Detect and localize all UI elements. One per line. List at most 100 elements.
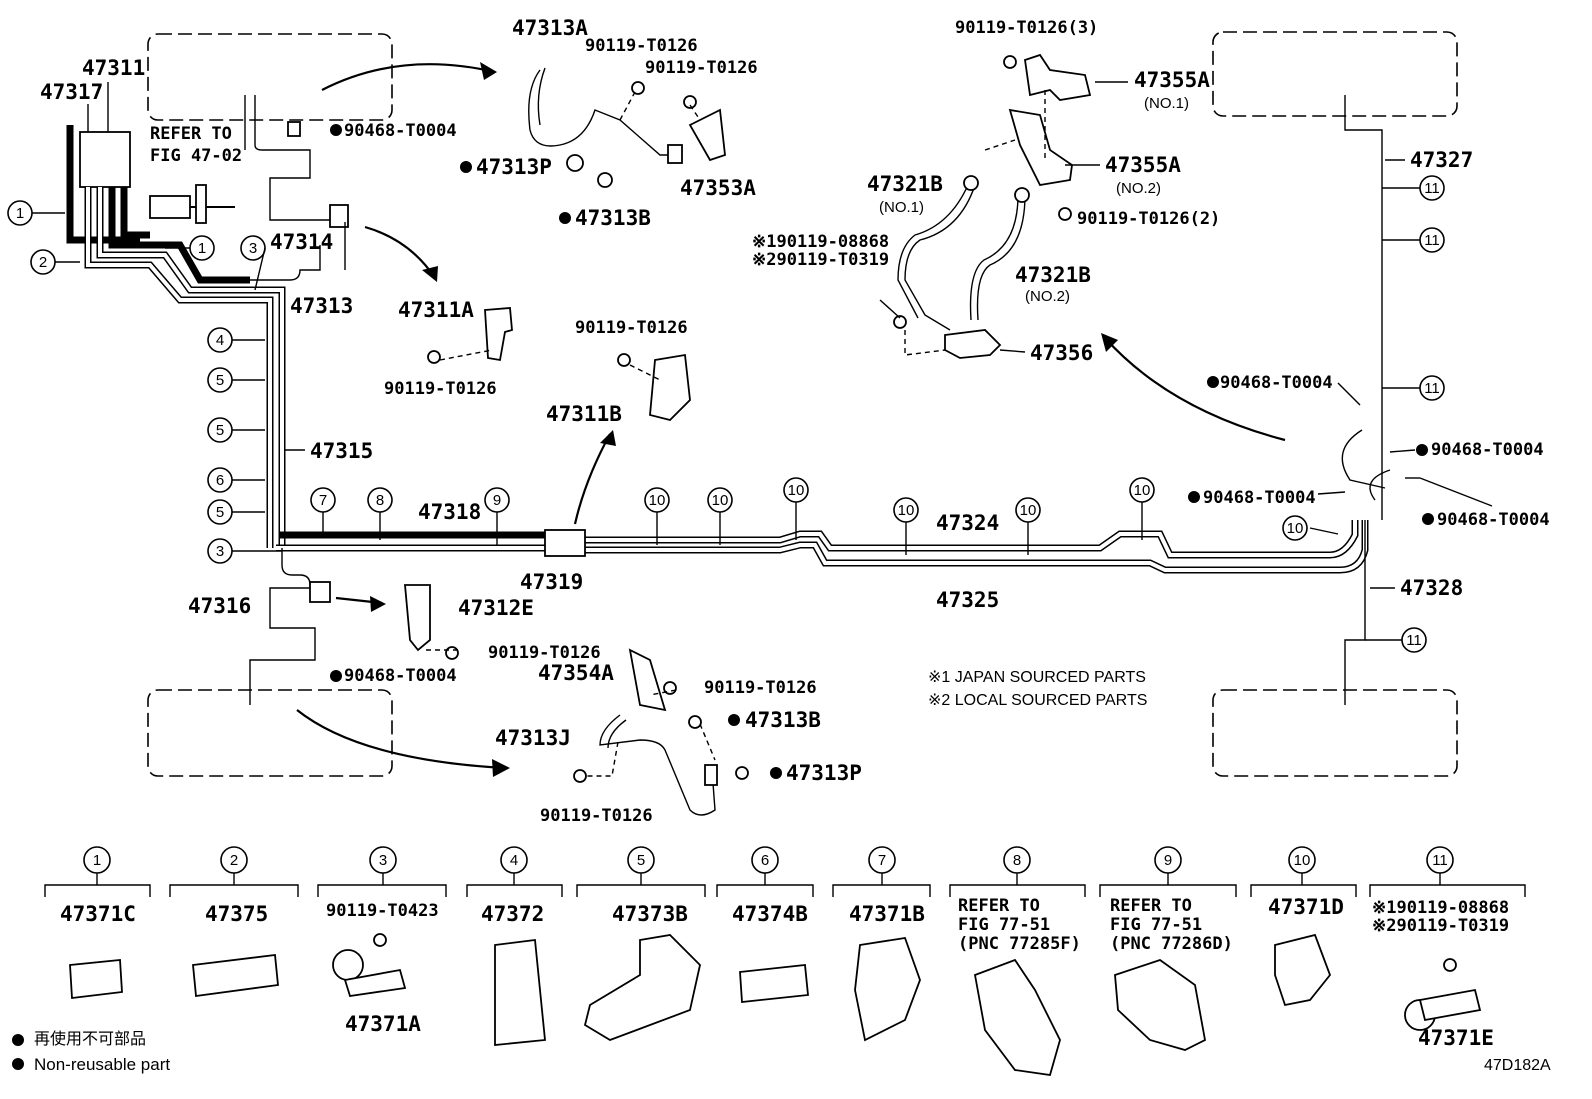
label-bolt-47311A: 90119-T0126	[384, 379, 497, 399]
note-japan-sourced: ※1 JAPAN SOURCED PARTS	[928, 669, 1146, 686]
label-bolt-top-1: 90119-T0126	[585, 36, 698, 56]
callout-2: 2	[38, 254, 48, 271]
table-num-11: 11	[1432, 852, 1448, 869]
table-label-11-note-1: ※190119-08868	[1372, 898, 1510, 918]
table-num-4: 4	[509, 852, 519, 869]
label-47355A-1-no: (NO.1)	[1144, 95, 1189, 112]
callout-3: 3	[248, 240, 258, 257]
table-label-47372: 47372	[481, 902, 545, 926]
label-47313A: 47313A	[512, 16, 588, 40]
table-num-9: 9	[1163, 852, 1173, 869]
table-num-5: 5	[636, 852, 646, 869]
table-label-47373B: 47373B	[612, 902, 688, 926]
callout-10: 10	[1019, 502, 1037, 519]
label-47321B-2-no: (NO.2)	[1025, 288, 1070, 305]
table-num-8: 8	[1012, 852, 1022, 869]
label-47315: 47315	[310, 439, 374, 463]
table-num-7: 7	[877, 852, 887, 869]
main-brake-pipes	[249, 95, 1391, 705]
table-num-1: 1	[92, 852, 102, 869]
table-num-6: 6	[760, 852, 770, 869]
table-label-47371C: 47371C	[60, 902, 136, 926]
label-47314: 47314	[270, 230, 334, 254]
callout-10: 10	[1133, 482, 1151, 499]
label-47355A-1: 47355A	[1134, 68, 1210, 92]
label-clip-r4: 90468-T0004	[1437, 510, 1550, 530]
label-47356: 47356	[1030, 341, 1094, 365]
label-clip-top-left: 90468-T0004	[344, 121, 457, 141]
table-label-47374B: 47374B	[732, 902, 808, 926]
table-num-3: 3	[378, 852, 388, 869]
callout-10: 10	[1286, 520, 1304, 537]
callout-9: 9	[492, 492, 502, 509]
label-47317: 47317	[40, 80, 104, 104]
table-label-47371B: 47371B	[849, 902, 925, 926]
label-47313B-top: 47313B	[575, 206, 651, 230]
legend-en: Non-reusable part	[34, 1055, 171, 1074]
table-label-90119-T0423: 90119-T0423	[326, 901, 439, 921]
label-47311B: 47311B	[546, 402, 622, 426]
label-bolt-47313J: 90119-T0126	[540, 806, 653, 826]
table-label-8-pnc: (PNC 77285F)	[958, 934, 1081, 954]
callout-7: 7	[318, 492, 328, 509]
callout-1: 1	[15, 205, 25, 222]
callout-11: 11	[1406, 632, 1422, 649]
master-cylinder-assembly	[66, 95, 349, 548]
label-47355A-2-no: (NO.2)	[1116, 180, 1161, 197]
callout-5: 5	[215, 504, 225, 521]
label-bolt-47355A-2: 90119-T0126(2)	[1077, 209, 1221, 229]
table-label-9-refer: REFER TO	[1110, 896, 1192, 916]
leader-lines	[87, 81, 1493, 589]
label-note-bolt-1: ※190119-08868	[752, 232, 890, 252]
label-47312E: 47312E	[458, 596, 534, 620]
label-bolt-47355A-3: 90119-T0126(3)	[955, 18, 1099, 38]
label-bolt-47311B: 90119-T0126	[575, 318, 688, 338]
callout-10: 10	[648, 492, 666, 509]
ref-box-top-left	[147, 33, 393, 121]
label-bolt-47354A: 90119-T0126	[704, 678, 817, 698]
table-label-47371D: 47371D	[1268, 895, 1344, 919]
label-47321B-2: 47321B	[1015, 263, 1091, 287]
pipe-47313J	[573, 714, 749, 816]
callout-10: 10	[897, 502, 915, 519]
callout-10: 10	[711, 492, 729, 509]
callout-3: 3	[215, 543, 225, 560]
pipe-47313A	[528, 67, 726, 188]
table-label-47375: 47375	[205, 902, 269, 926]
brackets	[404, 307, 691, 712]
label-note-bolt-2: ※290119-T0319	[752, 250, 890, 270]
callout-4: 4	[215, 332, 225, 349]
label-47313B-bottom: 47313B	[745, 708, 821, 732]
callout-11: 11	[1424, 180, 1440, 197]
figure-id: 47D182A	[1484, 1057, 1551, 1074]
label-47318: 47318	[418, 500, 482, 524]
callout-6: 6	[215, 472, 225, 489]
label-47321B-1-no: (NO.1)	[879, 199, 924, 216]
rear-hoses	[893, 53, 1092, 359]
table-label-9-fig: FIG 77-51	[1110, 915, 1203, 935]
table-label-47371A: 47371A	[345, 1012, 421, 1036]
label-47325: 47325	[936, 588, 1000, 612]
label-47321B-1: 47321B	[867, 172, 943, 196]
label-47324: 47324	[936, 511, 1000, 535]
callout-10: 10	[787, 482, 805, 499]
label-47311: 47311	[82, 56, 146, 80]
callout-1: 1	[197, 240, 207, 257]
label-refer-to: REFER TO	[150, 124, 232, 144]
label-47313J: 47313J	[495, 726, 571, 750]
label-bolt-top-2: 90119-T0126	[645, 58, 758, 78]
label-47316: 47316	[188, 594, 252, 618]
legend-jp: 再使用不可部品	[34, 1031, 147, 1048]
ref-box-bottom-right	[1212, 689, 1458, 777]
label-bolt-47312E: 90119-T0126	[488, 643, 601, 663]
label-47354A: 47354A	[538, 661, 614, 685]
label-clip-r3: 90468-T0004	[1203, 488, 1316, 508]
label-47327: 47327	[1410, 148, 1474, 172]
curved-arrows	[296, 62, 1286, 777]
label-47313P-bottom: 47313P	[786, 761, 862, 785]
callout-11: 11	[1424, 232, 1440, 249]
table-num-10: 10	[1293, 852, 1311, 869]
label-refer-fig: FIG 47-02	[150, 146, 243, 166]
parts-table-frames	[44, 846, 1526, 897]
callout-8: 8	[375, 492, 385, 509]
